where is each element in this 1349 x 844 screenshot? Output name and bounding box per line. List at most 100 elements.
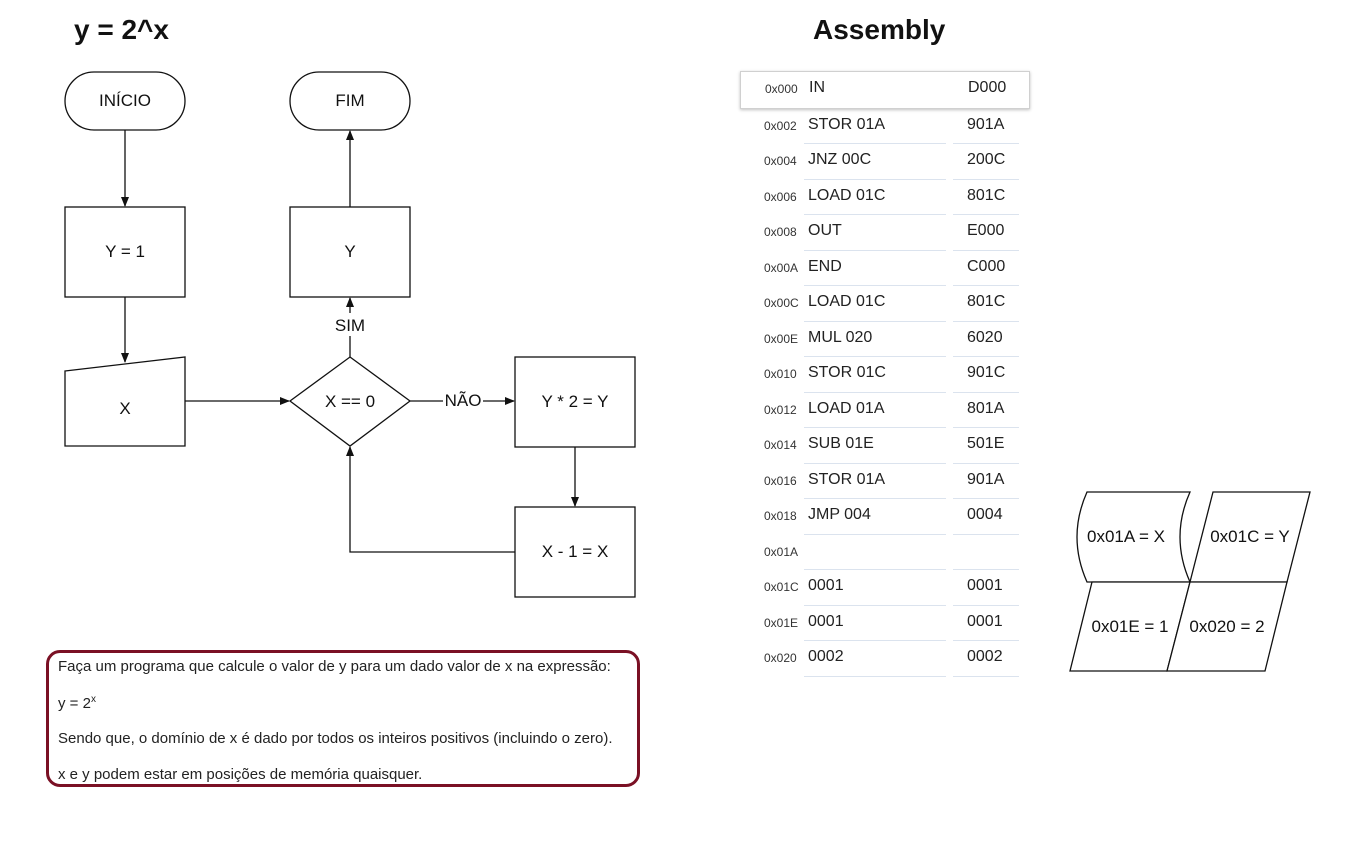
assembly-address: 0x012 <box>764 402 797 417</box>
assembly-instruction: SUB 01E <box>808 435 874 452</box>
assembly-row: 0x008 OUT E000 <box>740 215 1030 251</box>
row-divider <box>804 604 946 606</box>
memory-cell-one <box>1069 581 1191 672</box>
row-divider <box>953 249 1019 251</box>
row-divider <box>953 675 1019 677</box>
arrow-decrement-to-decision <box>346 446 515 553</box>
problem-line-1: Faça um programa que calcule o valor de … <box>58 658 611 675</box>
assembly-hex-code: 901A <box>967 470 1005 488</box>
assembly-instruction: STOR 01A <box>808 470 886 488</box>
assembly-row: 0x012 LOAD 01A 801A <box>740 393 1030 428</box>
assembly-instruction: LOAD 01A <box>808 399 885 417</box>
init-label: Y = 1 <box>105 242 145 261</box>
row-divider <box>804 214 946 215</box>
memory-cell-two <box>1166 581 1288 672</box>
assembly-hex-code: 901A <box>967 115 1005 133</box>
assembly-instruction: IN <box>809 79 825 96</box>
assembly-hex-code: 901C <box>967 364 1006 381</box>
no-label: NÃO <box>445 391 482 410</box>
memory-y-label: 0x01C = Y <box>1210 527 1290 546</box>
assembly-address: 0x020 <box>764 651 797 665</box>
assembly-row: 0x014 SUB 01E 501E <box>740 428 1030 464</box>
row-divider <box>953 178 1019 180</box>
assembly-address: 0x014 <box>764 438 797 452</box>
assembly-address: 0x008 <box>764 225 797 239</box>
row-divider <box>804 498 946 499</box>
assembly-address: 0x016 <box>764 473 797 488</box>
assembly-hex-code: C000 <box>967 257 1006 275</box>
problem-line-4: x e y podem estar em posições de memória… <box>58 766 423 783</box>
row-divider <box>953 285 1019 286</box>
decrement-process <box>514 506 636 598</box>
assembly-hex-code: D000 <box>968 79 1007 96</box>
problem-line-3: Sendo que, o domínio de x é dado por tod… <box>58 730 613 747</box>
assembly-instruction: MUL 020 <box>808 328 873 346</box>
init-process <box>64 206 186 298</box>
row-divider <box>804 569 946 570</box>
assembly-address: 0x01A <box>764 544 799 559</box>
row-divider <box>804 249 946 251</box>
row-divider <box>953 214 1019 215</box>
row-divider <box>953 427 1019 428</box>
assembly-row: 0x01A <box>740 535 1030 570</box>
decrement-label: X - 1 = X <box>542 542 609 561</box>
assembly-instruction: JMP 004 <box>808 506 871 523</box>
assembly-title: Assembly <box>813 14 946 45</box>
row-divider <box>953 569 1019 570</box>
problem-formula-exponent: x <box>90 694 96 705</box>
input-label: X <box>119 399 130 418</box>
assembly-instruction: 0001 <box>808 612 844 630</box>
assembly-address: 0x00A <box>764 260 799 275</box>
row-divider <box>953 498 1019 499</box>
assembly-instruction: JNZ 00C <box>808 151 872 168</box>
assembly-address: 0x00C <box>764 296 799 310</box>
flowchart: INÍCIO FIM Y = 1 Y X X == 0 SIM NÃO Y * … <box>64 71 636 598</box>
input-manual <box>64 356 186 447</box>
assembly-hex-code: 501E <box>967 435 1005 452</box>
row-divider <box>804 533 946 535</box>
memory-two-label: 0x020 = 2 <box>1189 617 1264 636</box>
assembly-address: 0x01E <box>764 615 799 630</box>
row-divider <box>953 320 1019 322</box>
row-divider <box>804 356 946 357</box>
row-divider <box>804 675 946 677</box>
assembly-address: 0x00E <box>764 331 799 346</box>
assembly-hex-code: 0001 <box>967 577 1003 594</box>
assembly-instruction: LOAD 01C <box>808 186 886 204</box>
row-divider <box>804 320 946 322</box>
end-label: FIM <box>335 91 364 110</box>
problem-formula-base: y = 2 <box>58 695 91 712</box>
assembly-address: 0x010 <box>764 367 797 381</box>
assembly-instruction: 0002 <box>808 648 844 665</box>
row-divider <box>953 143 1019 144</box>
decision-label: X == 0 <box>325 392 375 411</box>
flowchart-title: y = 2^x <box>74 14 169 45</box>
output-label: Y <box>344 242 355 261</box>
assembly-address: 0x000 <box>765 82 798 96</box>
row-divider <box>953 391 1019 393</box>
row-divider <box>953 533 1019 535</box>
row-divider <box>953 356 1019 357</box>
row-divider <box>804 143 946 144</box>
memory-cell-y <box>1189 491 1311 583</box>
assembly-row: 0x016 STOR 01A 901A <box>740 464 1030 499</box>
assembly-address: 0x002 <box>764 118 797 133</box>
assembly-instruction: OUT <box>808 222 842 239</box>
assembly-address: 0x006 <box>764 189 797 204</box>
assembly-instruction: STOR 01C <box>808 364 886 381</box>
assembly-instruction: END <box>808 257 842 275</box>
assembly-hex-code: 801A <box>967 399 1005 417</box>
row-divider <box>953 640 1019 641</box>
assembly-row: 0x010 STOR 01C 901C <box>740 357 1030 393</box>
assembly-hex-code: E000 <box>967 222 1005 239</box>
memory-x-label: 0x01A = X <box>1087 527 1165 546</box>
row-divider <box>953 462 1019 464</box>
memory-cell-x <box>1076 491 1191 583</box>
